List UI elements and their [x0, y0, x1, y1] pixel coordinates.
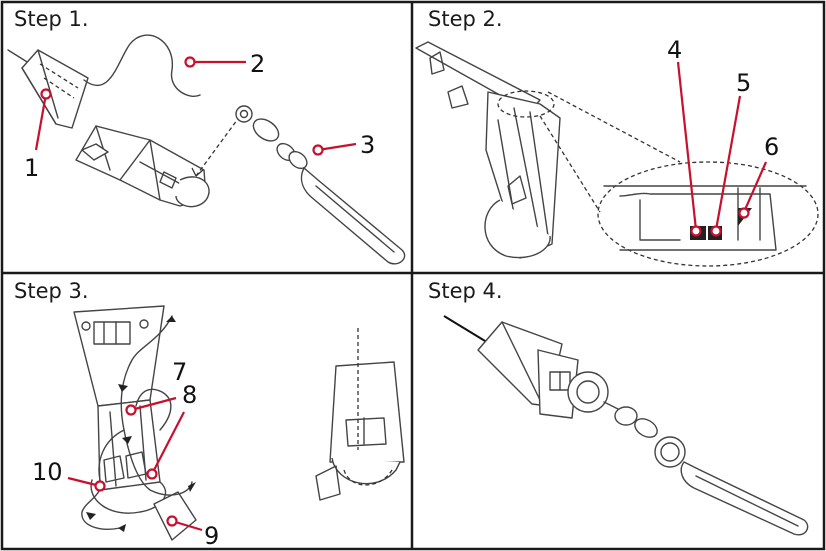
svg-text:8: 8 [182, 381, 197, 409]
assembled-clip-side [315, 328, 405, 501]
svg-text:10: 10 [32, 458, 63, 486]
swivel-snap-part [235, 105, 406, 265]
callout-9: 9 [166, 515, 219, 550]
svg-text:5: 5 [736, 69, 751, 97]
clip-bracket-part [75, 125, 210, 208]
svg-text:2: 2 [250, 50, 265, 78]
callout-1: 1 [24, 88, 52, 182]
svg-text:4: 4 [667, 36, 682, 64]
guide-arrowhead [191, 167, 204, 177]
step-2-title: Step 2. [428, 7, 503, 31]
cone-weight-part [21, 49, 89, 129]
panel-step-3: Step 3. [14, 279, 405, 550]
step-3-title: Step 3. [14, 279, 89, 303]
callout-10: 10 [32, 458, 106, 492]
zoom-connector-bottom [539, 115, 601, 213]
callout-2: 2 [184, 50, 265, 78]
svg-text:1: 1 [24, 154, 39, 182]
svg-text:6: 6 [764, 133, 779, 161]
zoom-connector-top [547, 91, 681, 163]
panel-step-2: Step 2. 4 [415, 7, 819, 267]
panel-step-4: Step 4. [428, 279, 809, 536]
step-1-title: Step 1. [14, 7, 89, 31]
threading-assembly [73, 305, 197, 541]
mounted-clip-assembly [415, 41, 561, 259]
callout-3: 3 [312, 131, 375, 159]
callout-4: 4 [667, 36, 702, 237]
svg-text:3: 3 [360, 131, 375, 159]
callout-7: 7 [125, 358, 187, 416]
svg-text:9: 9 [204, 522, 219, 550]
zoom-source-ellipse [497, 90, 555, 118]
callout-6: 6 [738, 133, 779, 219]
zoom-detail-ellipse [597, 161, 819, 267]
callout-8: 8 [146, 381, 197, 480]
zoom-detail-content [603, 185, 807, 251]
callout-5: 5 [710, 69, 751, 237]
guide-dashed-line [195, 115, 241, 177]
final-rig-assembly [477, 321, 809, 536]
fishing-line [443, 315, 491, 345]
step-4-title: Step 4. [428, 279, 503, 303]
svg-text:7: 7 [172, 358, 187, 386]
wire-leader [83, 34, 201, 97]
panel-step-1: Step 1. [7, 7, 406, 265]
